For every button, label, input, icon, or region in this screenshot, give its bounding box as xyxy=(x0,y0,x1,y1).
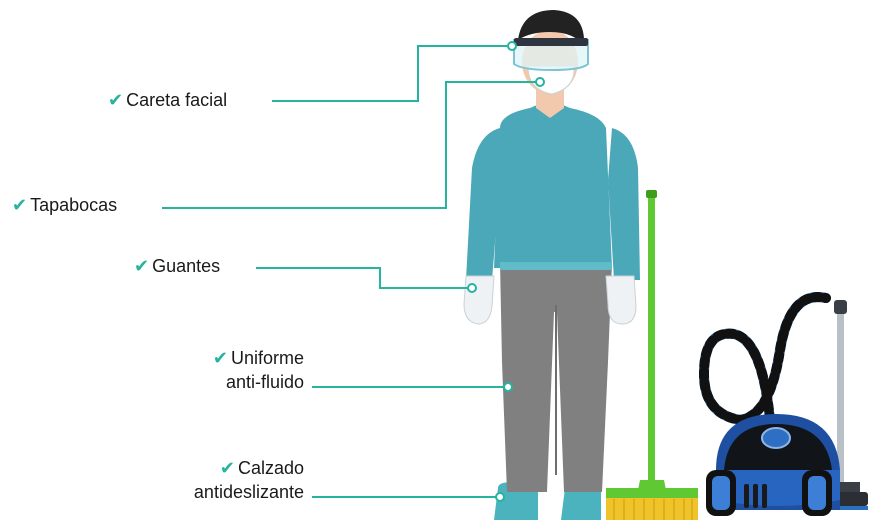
label-text: Calzado xyxy=(238,458,304,478)
label-text: anti-fluido xyxy=(170,370,304,394)
label-text: Careta facial xyxy=(126,90,227,110)
check-icon: ✔ xyxy=(134,256,149,276)
label-text: Tapabocas xyxy=(30,195,117,215)
label-careta-facial: ✔Careta facial xyxy=(108,88,227,112)
check-icon: ✔ xyxy=(108,90,123,110)
person-figure xyxy=(464,10,640,520)
check-icon: ✔ xyxy=(213,348,228,368)
label-calzado: ✔Calzado antideslizante xyxy=(146,456,304,504)
label-tapabocas: ✔Tapabocas xyxy=(12,193,117,217)
label-text: Uniforme xyxy=(231,348,304,368)
check-icon: ✔ xyxy=(220,458,235,478)
vacuum-illustration xyxy=(704,297,868,516)
label-uniforme: ✔Uniforme anti-fluido xyxy=(170,346,304,394)
label-guantes: ✔Guantes xyxy=(134,254,220,278)
label-text: antideslizante xyxy=(146,480,304,504)
label-text: Guantes xyxy=(152,256,220,276)
check-icon: ✔ xyxy=(12,195,27,215)
